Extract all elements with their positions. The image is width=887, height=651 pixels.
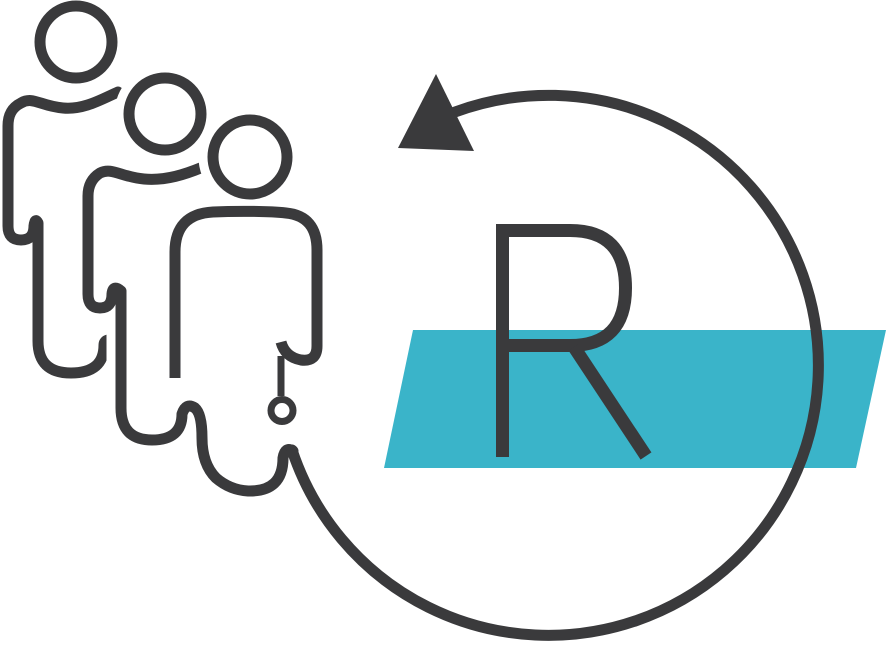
accent-parallelogram — [384, 330, 886, 468]
person-front-body — [169, 205, 323, 378]
letter-r-leg — [568, 343, 652, 460]
person-back-body — [2, 86, 124, 379]
ring-pendant-icon — [267, 396, 297, 425]
person-middle-body — [82, 161, 299, 497]
person-front-head — [207, 114, 293, 200]
triangle-arrowhead-icon — [398, 74, 474, 151]
person-middle — [73, 63, 308, 506]
person-middle-head — [123, 72, 207, 156]
letter-r-mark — [496, 224, 652, 460]
circular-arrow-icon — [286, 74, 824, 641]
circular-arrow-arc — [286, 89, 824, 641]
person-back — [2, 0, 124, 379]
person-back-head — [34, 0, 118, 84]
person-front — [160, 105, 332, 425]
letter-r-bowl — [506, 224, 633, 352]
